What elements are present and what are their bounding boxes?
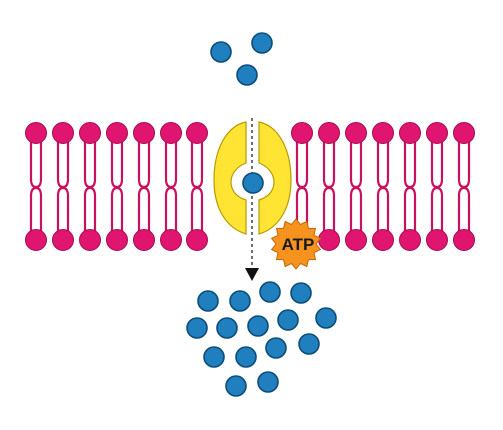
transport-protein-left-half — [213, 121, 247, 235]
lipid-head-lower — [426, 229, 448, 251]
phospholipid — [399, 122, 421, 251]
lipid-tail-upper — [83, 139, 97, 189]
molecule-inside — [225, 375, 247, 397]
lipid-head-lower — [25, 229, 47, 251]
phospholipid — [160, 122, 182, 251]
lipid-head-upper — [399, 122, 421, 144]
molecule-inside — [290, 282, 312, 304]
lipid-head-upper — [345, 122, 367, 144]
lipid-head-upper — [79, 122, 101, 144]
lipid-head-upper — [160, 122, 182, 144]
molecule-inside — [298, 333, 320, 355]
transport-arrowhead — [245, 268, 259, 281]
transport-protein — [213, 121, 292, 235]
lipid-tail-upper — [322, 139, 336, 189]
molecule-inside — [247, 315, 269, 337]
lipid-tail-lower — [83, 186, 97, 234]
lipid-head-lower — [79, 229, 101, 251]
phospholipid — [426, 122, 448, 251]
lipid-tail-upper — [164, 139, 178, 189]
atp-burst-icon: ATP — [270, 218, 322, 270]
molecule-inside — [197, 290, 219, 312]
phospholipid — [345, 122, 367, 251]
lipid-head-lower — [106, 229, 128, 251]
atp-burst-shape — [270, 218, 322, 270]
lipid-tail-upper — [110, 139, 124, 189]
phospholipid — [52, 122, 74, 251]
molecule-inside — [277, 309, 299, 331]
phospholipid — [453, 122, 475, 251]
lipid-tail-upper — [349, 139, 363, 189]
lipid-tail-lower — [29, 186, 43, 234]
lipid-tail-lower — [349, 186, 363, 234]
molecule-inside — [203, 346, 225, 368]
lipid-tail-upper — [29, 139, 43, 189]
molecules — [186, 32, 337, 397]
phospholipid — [79, 122, 101, 251]
lipid-head-upper — [186, 122, 208, 144]
lipid-tail-lower — [430, 186, 444, 234]
lipid-tail-upper — [56, 139, 70, 189]
molecule-inside — [229, 290, 251, 312]
molecule-outside — [251, 32, 273, 54]
lipid-head-lower — [399, 229, 421, 251]
molecule-inside — [259, 281, 281, 303]
lipid-tail-upper — [457, 139, 471, 189]
lipid-head-lower — [160, 229, 182, 251]
lipid-tail-upper — [137, 139, 151, 189]
lipid-head-lower — [318, 229, 340, 251]
lipid-head-lower — [186, 229, 208, 251]
lipid-head-upper — [318, 122, 340, 144]
molecule-inside — [216, 317, 238, 339]
lipid-tail-lower — [322, 186, 336, 234]
lipid-head-lower — [372, 229, 394, 251]
phospholipid — [372, 122, 394, 251]
phospholipid — [186, 122, 208, 251]
atp-label: ATP — [282, 235, 315, 254]
lipid-head-upper — [25, 122, 47, 144]
lipid-tail-upper — [190, 139, 204, 189]
molecule-inside — [186, 317, 208, 339]
phospholipid — [25, 122, 47, 251]
molecule-inside — [265, 337, 287, 359]
lipid-head-upper — [453, 122, 475, 144]
lipid-head-upper — [426, 122, 448, 144]
phospholipid — [318, 122, 340, 251]
lipid-tail-upper — [376, 139, 390, 189]
molecule-in-channel — [242, 172, 264, 194]
lipid-head-lower — [133, 229, 155, 251]
membrane-right — [291, 122, 475, 251]
lipid-tail-lower — [403, 186, 417, 234]
lipid-tail-lower — [164, 186, 178, 234]
molecule-inside — [235, 346, 257, 368]
lipid-head-lower — [453, 229, 475, 251]
lipid-head-upper — [291, 122, 313, 144]
molecule-outside — [236, 64, 258, 86]
molecule-outside — [210, 41, 232, 63]
lipid-head-upper — [133, 122, 155, 144]
lipid-head-upper — [106, 122, 128, 144]
molecule-inside — [315, 307, 337, 329]
lipid-tail-lower — [190, 186, 204, 234]
molecule-inside — [257, 371, 279, 393]
lipid-tail-lower — [295, 186, 309, 234]
lipid-tail-upper — [295, 139, 309, 189]
lipid-tail-upper — [403, 139, 417, 189]
lipid-tail-upper — [430, 139, 444, 189]
lipid-head-lower — [345, 229, 367, 251]
lipid-tail-lower — [110, 186, 124, 234]
lipid-head-upper — [52, 122, 74, 144]
transport-protein-right-half — [258, 121, 292, 235]
lipid-tail-lower — [376, 186, 390, 234]
phospholipid — [106, 122, 128, 251]
phospholipid — [133, 122, 155, 251]
lipid-tail-lower — [457, 186, 471, 234]
lipid-head-upper — [372, 122, 394, 144]
lipid-tail-lower — [137, 186, 151, 234]
membrane-left — [25, 122, 208, 251]
lipid-tail-lower — [56, 186, 70, 234]
lipid-head-lower — [52, 229, 74, 251]
